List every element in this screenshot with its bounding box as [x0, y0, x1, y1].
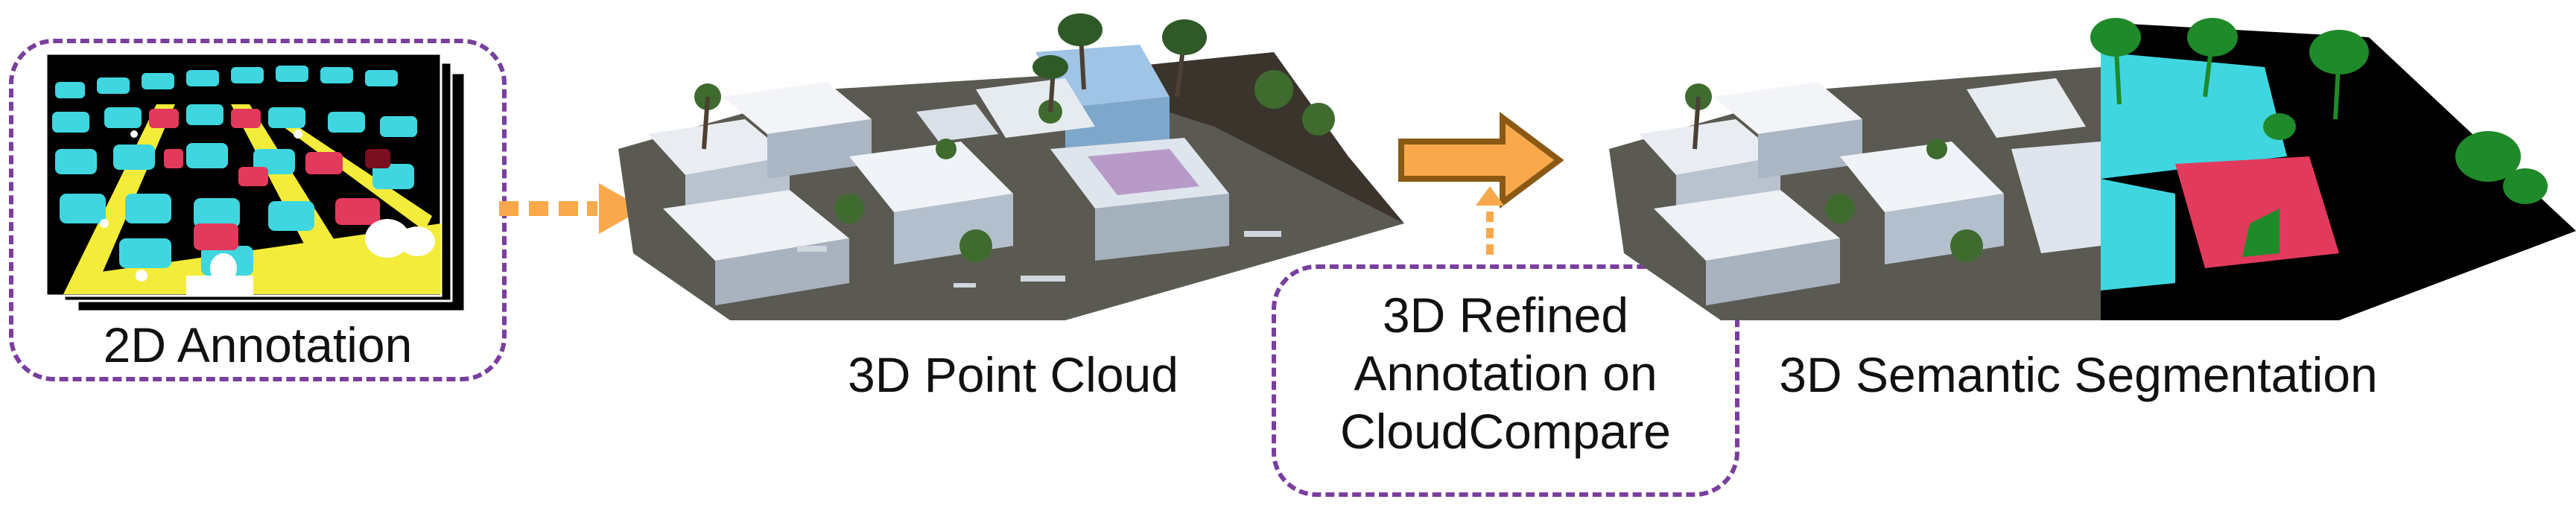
refined-annotation-line-1: 3D Refined	[1382, 288, 1629, 343]
solid-arrow-icon	[1398, 112, 1564, 209]
point-cloud-image	[618, 13, 1404, 320]
semantic-segmentation-image	[1609, 18, 2576, 320]
annotation-2d-label: 2D Annotation	[103, 317, 413, 372]
annotation-2d-front-image	[45, 52, 442, 297]
refined-annotation-line-2: Annotation on	[1354, 345, 1657, 401]
refined-annotation-box	[1272, 264, 1739, 497]
refined-annotation-line-3: CloudCompare	[1340, 403, 1671, 459]
dotted-up-arrow-icon	[1476, 186, 1504, 255]
segmentation-label: 3D Semantic Segmentation	[1779, 347, 2378, 402]
point-cloud-label: 3D Point Cloud	[848, 347, 1178, 402]
refined-annotation-label: 3D Refined Annotation on CloudCompare	[1272, 287, 1739, 461]
dashed-arrow-icon	[499, 183, 644, 234]
annotation-2d-image-stack	[45, 52, 466, 313]
